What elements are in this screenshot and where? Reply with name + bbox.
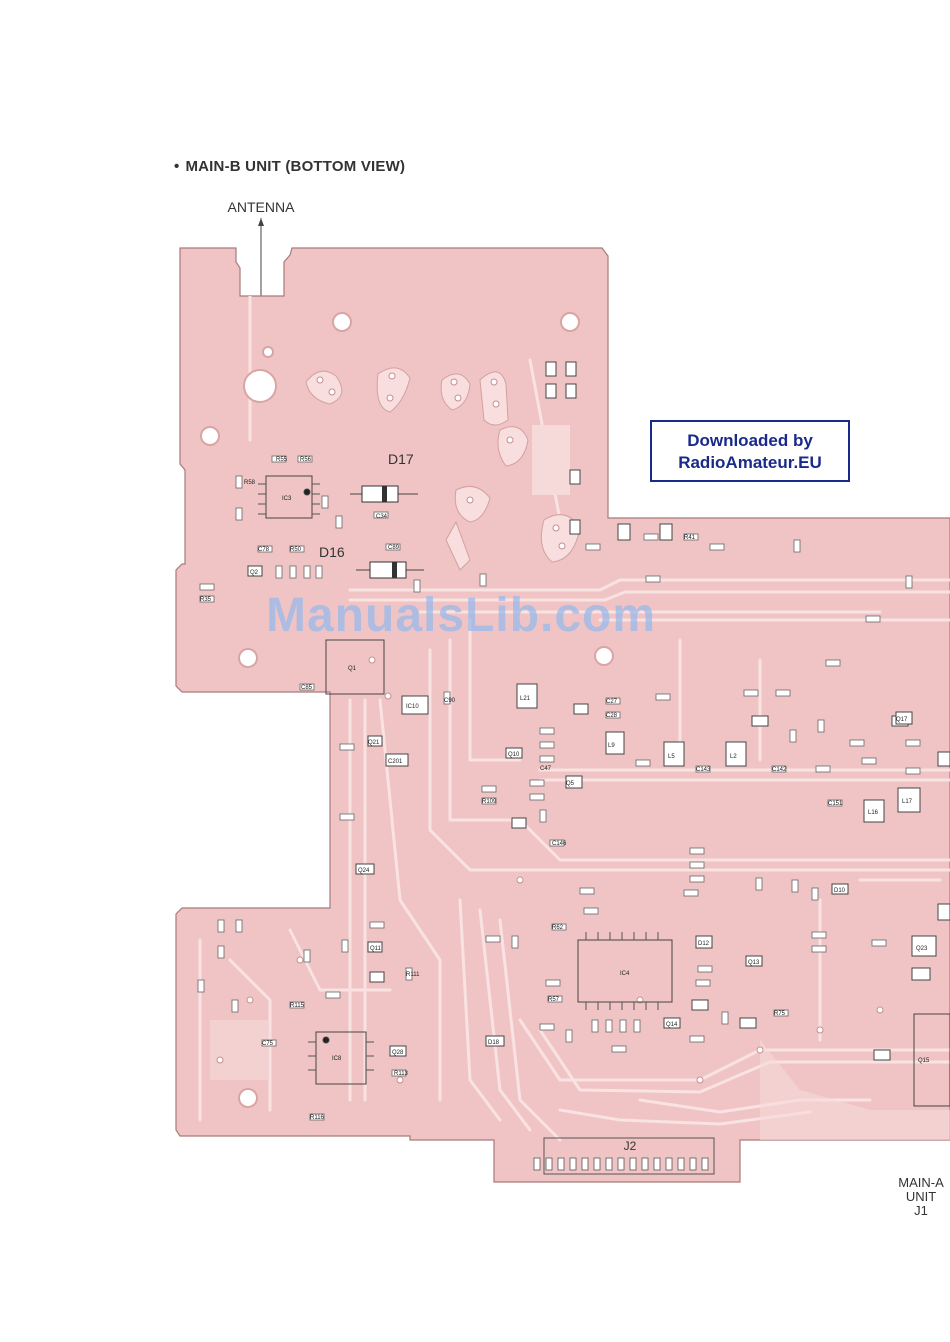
component-label: D18 [488,1040,500,1046]
component-label: C78 [258,547,270,553]
component-label: IC10 [406,704,419,710]
component-label: L21 [520,696,531,702]
component-label: Q13 [748,960,760,966]
component-label: Q17 [896,717,908,723]
component-label: Q2 [250,570,259,576]
j2-pins [533,1157,709,1171]
smd-components [247,361,950,1061]
ic-pins [258,483,659,1071]
download-badge: Downloaded by RadioAmateur.EU [650,420,850,482]
component-label: Q23 [916,946,928,952]
connector-note-line3: J1 [914,1203,928,1218]
ic-packages [265,475,950,1107]
connector-note-line1: MAIN-A [898,1175,944,1190]
pcb-ground-areas [210,425,950,1140]
component-label: C89 [388,545,400,551]
component-label: IC3 [282,496,292,502]
component-label: IC8 [332,1056,342,1062]
component-label: R35 [200,597,212,603]
d16-label: D16 [319,544,345,560]
diode-d16 [356,561,424,579]
pad-holes [216,372,884,1084]
watermark-text: ManualsLib.com [266,589,657,642]
component-label: C90 [444,698,456,704]
inductor-components [516,683,921,823]
component-label: R115 [290,1003,305,1009]
component-label: R55 [276,457,288,463]
component-label: L5 [668,754,675,760]
component-label: L16 [868,810,879,816]
component-label: R58 [244,480,256,486]
component-label: L9 [608,743,615,749]
component-label: C201 [388,759,403,765]
component-label: C34 [376,514,388,520]
component-label: Q15 [918,1058,930,1064]
component-labels: R55 R56 R58 C34 IC3 C78 R50 Q2 R35 C89 Q… [200,457,930,1121]
component-label: Q14 [666,1022,678,1028]
bullet-mark: • [174,158,180,175]
page-title: • MAIN-B UNIT (BOTTOM VIEW) [174,158,405,175]
download-badge-line1: Downloaded by [687,431,813,450]
component-label: R116 [310,1115,325,1121]
page-title-text: MAIN-B UNIT (BOTTOM VIEW) [185,158,406,175]
component-label: L2 [730,754,737,760]
component-label: C75 [262,1041,274,1047]
component-label: C27 [606,699,618,705]
component-label: R41 [684,535,696,541]
component-label: R111 [406,972,420,978]
component-label: R109 [482,799,497,805]
component-label: R57 [548,997,560,1003]
component-label: D10 [834,888,846,894]
component-label: C143 [696,767,711,773]
component-label: IC4 [620,971,630,977]
component-label: R62 [552,925,564,931]
antenna-label: ANTENNA [228,199,296,215]
component-label: Q28 [392,1050,404,1056]
component-label: R75 [774,1011,786,1017]
d17-label: D17 [388,451,414,467]
component-label: C47 [540,766,552,772]
component-label: Q5 [566,781,575,787]
pcb-board-outline [175,247,950,1183]
j2-label: J2 [624,1139,637,1153]
mounting-holes [200,312,614,1108]
download-badge-line2: RadioAmateur.EU [678,453,822,472]
connector-note-line2: UNIT [905,1189,937,1204]
tiny-smd-pads [197,455,921,1121]
component-label: Q10 [508,752,520,758]
component-label: Q24 [358,868,370,874]
component-label: C151 [828,801,843,807]
diode-d17 [350,485,418,503]
component-label: C142 [772,767,787,773]
component-label: R50 [290,547,302,553]
component-label: C85 [301,685,313,691]
component-label: Q21 [368,740,380,746]
component-label: R113 [394,1071,409,1077]
component-label: L17 [902,799,913,805]
connector-note: MAIN-A UNIT J1 [892,1176,950,1218]
component-label: Q11 [370,946,382,952]
component-label: C146 [552,841,567,847]
component-label: Q1 [348,666,357,672]
component-label: D12 [698,941,710,947]
j2-connector: J2 [543,1137,715,1175]
component-label: C28 [606,713,618,719]
component-label: R56 [300,457,312,463]
